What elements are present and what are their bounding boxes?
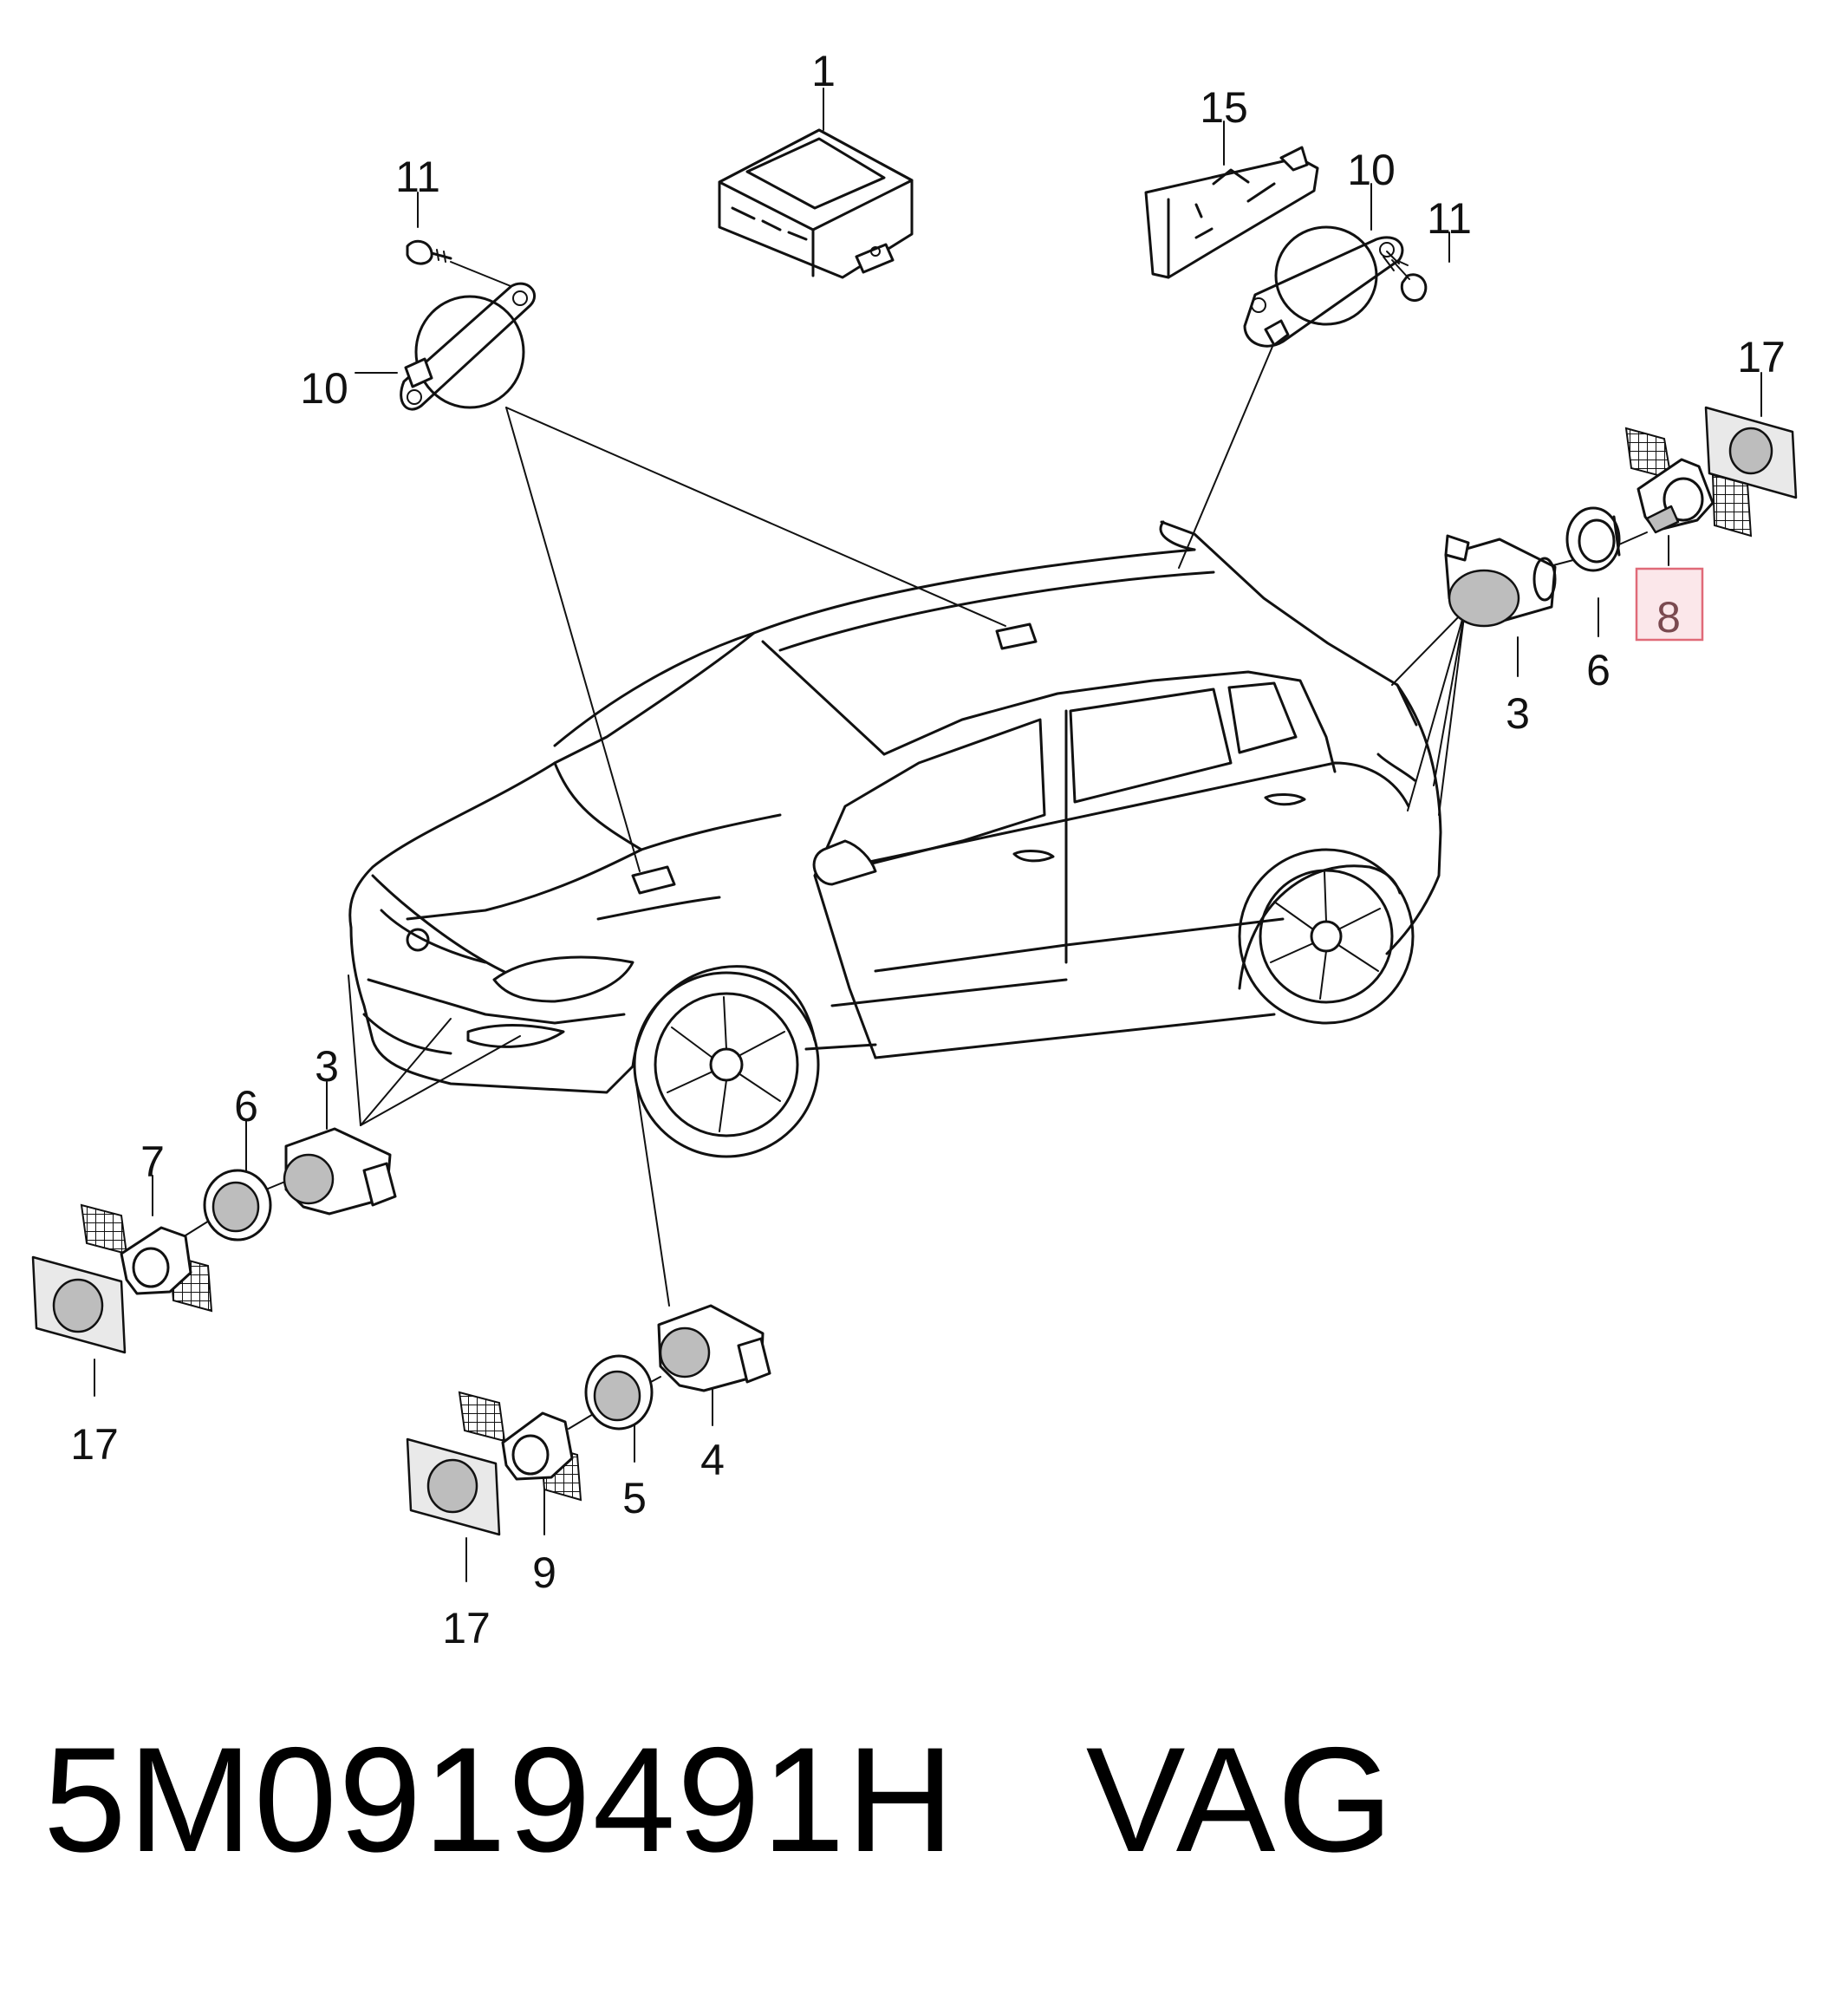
parking-sensor-icon [283, 1127, 397, 1216]
screw-left[interactable] [406, 239, 452, 265]
front-sensor-ring[interactable] [203, 1169, 272, 1242]
rear-wheel [1238, 848, 1415, 1025]
callout-label-c7: 7 [140, 1137, 165, 1186]
callout-label-c6r: 6 [1586, 646, 1610, 694]
sensor-ring-icon [1565, 506, 1621, 572]
rear-sensor[interactable] [1444, 534, 1557, 628]
warning-buzzer-left[interactable] [400, 282, 537, 411]
car-icon [348, 520, 1442, 1158]
callout-label-c3r: 3 [1506, 689, 1530, 738]
callout-label-c6l: 6 [234, 1082, 258, 1131]
callout-label-c1: 1 [811, 47, 836, 95]
warning-buzzer-right[interactable] [1243, 225, 1404, 348]
corner-adhesive-pad[interactable] [406, 1437, 501, 1536]
buzzer-bracket[interactable] [1144, 146, 1319, 279]
control-module-icon [718, 128, 914, 279]
adhesive-pad-icon [1704, 406, 1798, 499]
warning-buzzer-icon [400, 282, 537, 411]
front-adhesive-pad[interactable] [31, 1255, 127, 1354]
front-sensor-bracket[interactable] [80, 1203, 213, 1313]
leader-lines [94, 88, 1762, 1582]
rear-sensor-bracket[interactable] [1624, 427, 1753, 538]
callout-label-c10l: 10 [300, 364, 348, 413]
warning-buzzer-icon [1243, 225, 1404, 348]
callout-label-c11r: 11 [1427, 194, 1472, 243]
callout-label-c9: 9 [532, 1548, 556, 1597]
parking-sensor-icon [657, 1304, 771, 1392]
parking-sensor-icon [1444, 534, 1557, 628]
callout-label-c11l: 11 [395, 153, 440, 201]
callout-labels: 1 15 10 11 11 10 17 8 3 6 3 6 7 17 4 5 9 17 [70, 47, 1786, 1652]
rear-adhesive-pad[interactable] [1704, 406, 1798, 499]
highlighted-part-box[interactable] [1635, 567, 1704, 642]
part-number: 5M0919491H [43, 1717, 956, 1883]
callout-label-c4: 4 [700, 1436, 725, 1484]
callout-label-c10r: 10 [1347, 146, 1396, 194]
screw-icon [1383, 251, 1428, 303]
sensor-ring-icon [203, 1169, 272, 1242]
corner-sensor-ring[interactable] [584, 1354, 654, 1431]
rear-sensor-ring[interactable] [1565, 506, 1621, 572]
callout-label-c17l: 17 [70, 1420, 119, 1469]
sensor-bracket-icon [1624, 427, 1753, 538]
screw-right[interactable] [1383, 251, 1428, 303]
sensor-bracket-icon [458, 1391, 582, 1502]
screw-icon [406, 239, 452, 265]
callout-label-c17r: 17 [1737, 333, 1786, 381]
adhesive-pad-icon [31, 1255, 127, 1354]
front-sensor[interactable] [283, 1127, 397, 1216]
callout-label-c5: 5 [622, 1474, 647, 1522]
corner-sensor-bracket[interactable] [458, 1391, 582, 1502]
callout-label-c3l: 3 [315, 1042, 339, 1091]
brand-name: VAG [1085, 1717, 1396, 1883]
car-body [348, 520, 1442, 1158]
control-unit[interactable] [718, 128, 914, 279]
callout-label-c17b: 17 [442, 1604, 491, 1652]
adhesive-pad-icon [406, 1437, 501, 1536]
callout-label-c8[interactable]: 8 [1656, 593, 1681, 642]
sensor-ring-icon [584, 1354, 654, 1431]
sensor-bracket-icon [1144, 146, 1319, 279]
sensor-bracket-icon [80, 1203, 213, 1313]
callout-label-c15: 15 [1200, 83, 1248, 132]
front-wheel [633, 971, 820, 1158]
corner-sensor[interactable] [657, 1304, 771, 1392]
